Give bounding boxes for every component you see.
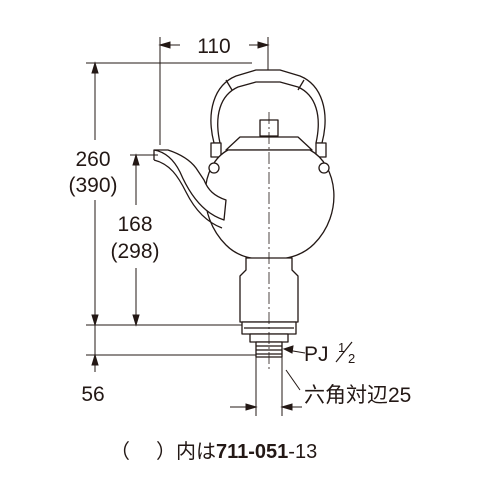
thread-frac-num: 1	[338, 340, 345, 355]
faucet-body	[153, 69, 335, 358]
dim-width-top: 110	[197, 35, 230, 58]
caption-paren-open: （	[110, 441, 130, 463]
hex-label: 六角対辺25	[304, 384, 411, 407]
thread-frac-slash	[335, 341, 353, 363]
dim-height-spout-alt: (298)	[110, 240, 159, 263]
caption-paren-close: ）	[156, 441, 176, 463]
thread-label: PJ	[304, 343, 329, 366]
dim-height-total: 260	[75, 148, 110, 171]
spout	[153, 149, 227, 221]
caption-model: 711-051	[216, 441, 289, 463]
caption-model-suffix: -13	[288, 441, 318, 463]
dim-height-spout: 168	[117, 213, 152, 236]
dim-height-total-alt: (390)	[68, 174, 117, 197]
thread-frac-den: 2	[348, 351, 355, 366]
neck	[239, 257, 299, 323]
caption-text: 内は	[176, 441, 216, 463]
extension-lines	[86, 37, 302, 416]
dimension-lines	[91, 41, 306, 411]
dim-thread-bottom: 56	[81, 383, 104, 406]
caption: （ ）内は711-051-13	[110, 438, 410, 466]
